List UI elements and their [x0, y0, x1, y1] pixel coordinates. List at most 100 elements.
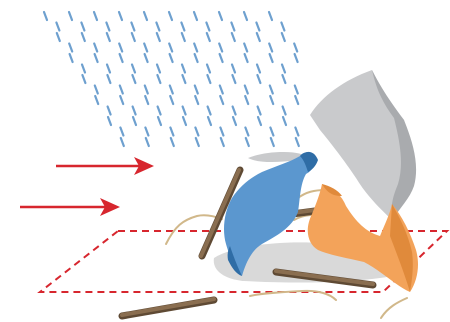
- rain-streak: [144, 136, 150, 148]
- rain-streak: [131, 115, 138, 127]
- rain-streak: [281, 115, 288, 127]
- rain-streak: [81, 73, 87, 85]
- rain-streak: [42, 10, 49, 22]
- rain-streak: [230, 63, 237, 74]
- rain-streak: [80, 31, 86, 43]
- rain-streak: [106, 73, 112, 85]
- rain-streak: [206, 73, 212, 85]
- rain-streak: [180, 21, 186, 32]
- rain-streak: [105, 31, 111, 43]
- rain-streak: [255, 21, 261, 32]
- rain-streak: [193, 52, 199, 64]
- rain-streak: [293, 84, 299, 95]
- orange-sheet: [307, 184, 418, 292]
- rain-streak: [231, 105, 237, 116]
- rain-streak: [180, 63, 187, 74]
- rain-streak: [106, 105, 112, 116]
- rain-streak: [118, 42, 124, 53]
- rain-streak: [267, 10, 274, 22]
- rain-streak: [256, 73, 262, 85]
- rain-streak: [169, 94, 175, 106]
- rain-streak: [194, 136, 200, 148]
- rain-streak: [119, 136, 125, 148]
- rain-streak: [168, 52, 174, 64]
- rain-streak: [55, 21, 61, 32]
- rain-streak: [281, 105, 287, 116]
- rain-streak: [294, 94, 300, 106]
- rain-streak: [68, 42, 74, 53]
- rain-streak: [294, 126, 300, 137]
- rain-streak: [244, 126, 250, 137]
- rain-streak: [194, 94, 200, 106]
- blue-sheet: [224, 151, 318, 276]
- rain-streak: [218, 84, 224, 95]
- rain-streak: [143, 52, 149, 64]
- rain-streak: [281, 73, 287, 85]
- rain-streak: [268, 42, 274, 53]
- rain-streak: [244, 136, 250, 148]
- rain-streak: [218, 42, 224, 53]
- stick-upright: [198, 166, 244, 260]
- rain-streak: [169, 136, 175, 148]
- rain-streak: [93, 84, 99, 95]
- rain-streak: [55, 31, 61, 43]
- wind-arrow-icon: [20, 198, 120, 216]
- rain-streak: [155, 31, 161, 43]
- rain-streak: [118, 52, 124, 64]
- rain-streak: [231, 73, 237, 85]
- rain-streak: [205, 31, 211, 43]
- rain-streak: [144, 126, 150, 137]
- rain-streak: [293, 52, 299, 64]
- rain-streak: [80, 21, 86, 32]
- rain-streak: [230, 21, 236, 32]
- rain-streak: [144, 94, 150, 106]
- rain-streak: [68, 52, 74, 64]
- rain-streak: [93, 52, 99, 64]
- rain-streak: [130, 63, 137, 74]
- rain-streak: [268, 84, 274, 95]
- rain-streak: [130, 31, 136, 43]
- rain-streak: [280, 21, 286, 32]
- rain-streak: [268, 52, 274, 64]
- rain-streak: [294, 136, 300, 148]
- rain-streak: [155, 63, 162, 74]
- rain-streak: [243, 42, 249, 53]
- rain-streak: [142, 10, 149, 22]
- rain-streak: [156, 115, 163, 127]
- rain-streak: [143, 42, 149, 53]
- rain-streak: [256, 105, 262, 116]
- rain-streak: [167, 10, 174, 22]
- rain-icon: [42, 10, 300, 148]
- rain-streak: [130, 21, 136, 32]
- rain-streak: [194, 126, 200, 137]
- rain-streak: [269, 126, 275, 137]
- rain-streak: [244, 94, 250, 106]
- rain-streak: [131, 73, 137, 85]
- rain-streak: [243, 52, 249, 64]
- rain-streak: [119, 94, 125, 106]
- rain-streak: [131, 105, 137, 116]
- rain-streak: [242, 10, 249, 22]
- rain-streak: [105, 21, 111, 32]
- stick-bottom: [118, 296, 218, 320]
- rain-streak: [143, 84, 149, 95]
- rain-streak: [181, 105, 187, 116]
- rain-streak: [119, 126, 125, 137]
- rain-streak: [181, 115, 188, 127]
- rain-streak: [218, 52, 224, 64]
- rain-streak: [168, 42, 174, 53]
- stick-middle: [272, 268, 377, 289]
- rain-streak: [193, 42, 199, 53]
- rain-streak: [106, 115, 113, 127]
- rain-streak: [205, 63, 212, 74]
- rain-streak: [80, 63, 87, 74]
- rain-streak: [217, 10, 224, 22]
- rain-streak: [156, 105, 162, 116]
- rain-streak: [219, 94, 225, 106]
- rain-streak: [93, 42, 99, 53]
- rain-streak: [205, 21, 211, 32]
- wind-arrow-icon: [56, 157, 154, 175]
- rain-streak: [230, 31, 236, 43]
- rain-streak: [193, 84, 199, 95]
